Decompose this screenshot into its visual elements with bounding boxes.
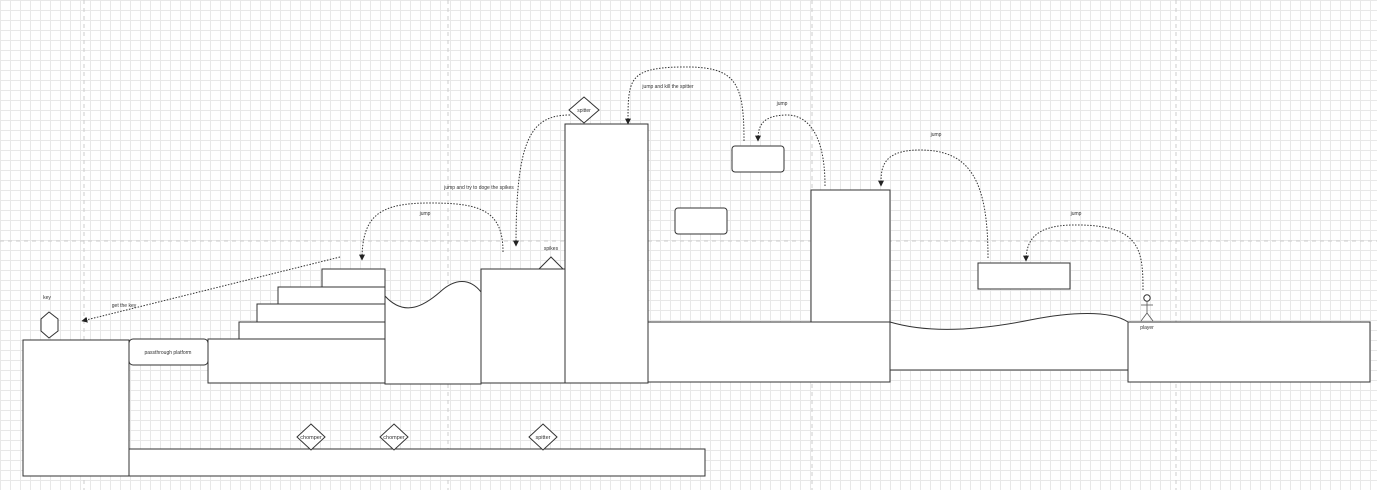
jump-player-label: jump (1070, 211, 1082, 217)
jump-arrow-right[interactable] (877, 149, 989, 259)
chomper-2-label: chomper (383, 435, 405, 441)
bottom-floor[interactable] (128, 448, 706, 477)
get-key-arrow[interactable] (81, 256, 341, 323)
key-item[interactable] (40, 311, 59, 339)
spitter-top-label: spitter (577, 108, 591, 114)
player-head (1143, 294, 1151, 302)
stair-step-3[interactable] (277, 286, 386, 305)
jump-left-label: jump (419, 211, 431, 217)
start-block[interactable] (22, 339, 130, 477)
spikes-hazard[interactable] (537, 256, 565, 270)
jump-arrow-left[interactable] (359, 202, 504, 261)
wave-pit-1[interactable] (384, 281, 482, 385)
player-start-block[interactable] (1127, 321, 1371, 383)
stair-step-1[interactable] (238, 321, 386, 340)
get-key-label: get the key (112, 303, 137, 309)
floating-platform-right[interactable] (977, 262, 1071, 290)
jump-right-label: jump (930, 132, 942, 138)
spikes-label: spikes (544, 246, 559, 252)
player-leg-right (1146, 312, 1154, 322)
middle-floor[interactable] (647, 321, 891, 383)
player-label: player (1140, 325, 1154, 331)
chomper-enemy-1[interactable] (296, 423, 326, 451)
floating-platform-lower[interactable] (674, 207, 728, 235)
chomper-1-label: chomper (300, 435, 322, 441)
stair-step-4[interactable] (321, 268, 386, 288)
stair-step-2[interactable] (256, 303, 386, 323)
player-leg-left (1140, 312, 1148, 322)
tall-pillar[interactable] (564, 123, 649, 384)
spitter-bottom-label: spitter (536, 435, 551, 441)
spitter-enemy-top[interactable] (568, 96, 600, 124)
chomper-enemy-2[interactable] (379, 423, 409, 451)
player-figure[interactable] (1140, 294, 1154, 322)
jump-dodge-label: jump and try to doge the spikes (443, 185, 514, 191)
passthrough-platform-label: passthrough platform (145, 350, 192, 356)
spitter-enemy-bottom[interactable] (528, 423, 558, 451)
jump-kill-arrow[interactable] (625, 66, 745, 142)
spike-pillar[interactable] (480, 268, 566, 384)
right-pillar[interactable] (810, 189, 891, 323)
jump-mid-label: jump (776, 101, 788, 107)
stair-base[interactable] (207, 338, 386, 384)
floating-platform-upper[interactable] (731, 145, 785, 173)
jump-dodge-arrow[interactable] (513, 114, 571, 247)
jump-kill-label: jump and kill the spitter (641, 84, 693, 90)
wave-pit-2[interactable] (889, 313, 1129, 371)
key-label: key (43, 295, 51, 301)
